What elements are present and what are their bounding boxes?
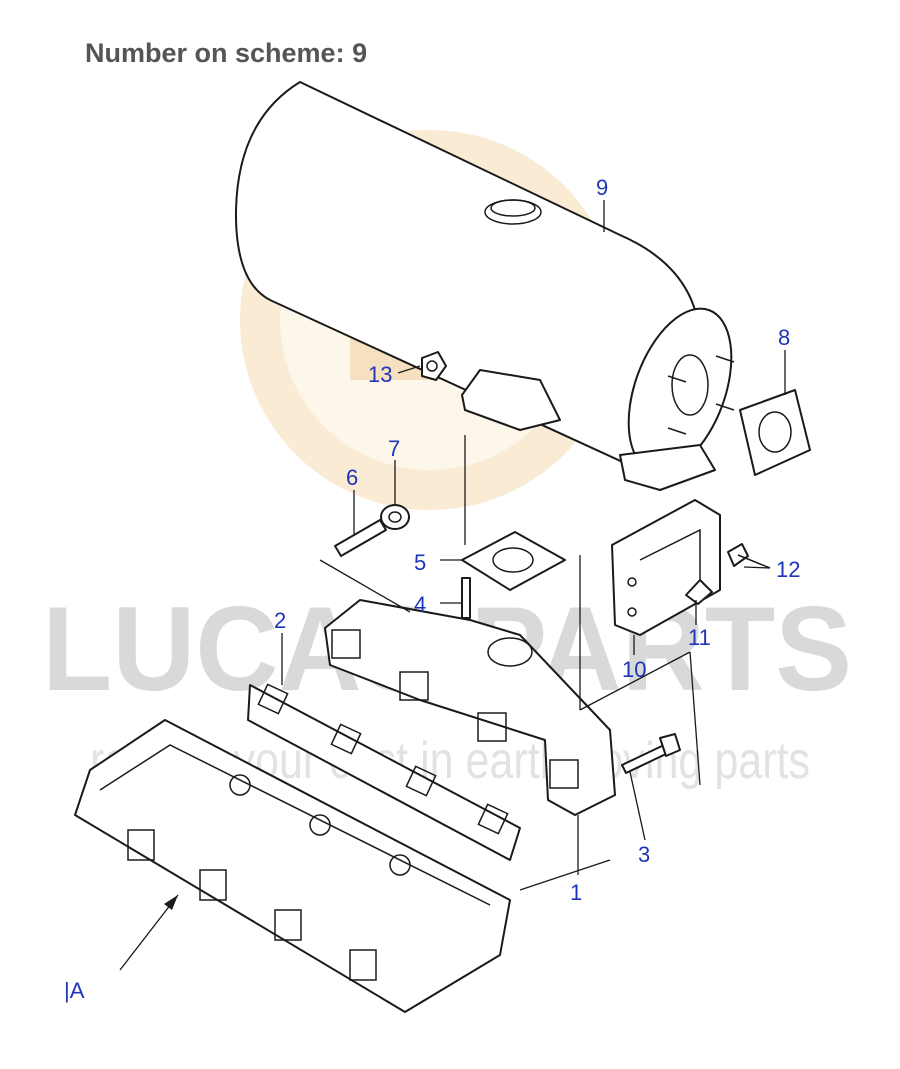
gasket-part-8 bbox=[739, 389, 811, 476]
cylinder-head-assembly bbox=[74, 719, 511, 1013]
callout-10: 10 bbox=[622, 657, 646, 682]
callout-A: |A bbox=[64, 978, 85, 1003]
gasket-part-2 bbox=[247, 683, 521, 861]
nut-part-13 bbox=[421, 351, 447, 381]
scheme-number: 9 bbox=[352, 38, 368, 68]
callout-13: 13 bbox=[368, 362, 392, 387]
callout-7: 7 bbox=[388, 436, 400, 461]
gasket-part-5 bbox=[461, 531, 566, 591]
callout-11: 11 bbox=[688, 625, 711, 650]
callout-6: 6 bbox=[346, 465, 358, 490]
callout-5: 5 bbox=[414, 550, 426, 575]
washer-part-7 bbox=[380, 504, 410, 530]
bolt-part-3 bbox=[621, 733, 681, 774]
bolt-part-11 bbox=[685, 579, 713, 605]
leader-lines bbox=[119, 200, 786, 971]
stud-part-4 bbox=[461, 577, 471, 619]
exhaust-manifold-part-1 bbox=[324, 599, 616, 816]
callout-1: 1 bbox=[570, 880, 582, 905]
callout-4: 4 bbox=[414, 592, 426, 617]
callout-9: 9 bbox=[596, 175, 608, 200]
stud-part-6 bbox=[334, 519, 387, 557]
callout-8: 8 bbox=[778, 325, 790, 350]
callout-3: 3 bbox=[638, 842, 650, 867]
muffler-part bbox=[234, 81, 735, 491]
scheme-title: Number on scheme: 9 bbox=[85, 38, 367, 69]
scheme-title-label: Number on scheme: bbox=[85, 38, 345, 68]
bolt-part-12 bbox=[727, 543, 771, 569]
callout-2: 2 bbox=[274, 608, 286, 633]
callout-12: 12 bbox=[776, 557, 800, 582]
